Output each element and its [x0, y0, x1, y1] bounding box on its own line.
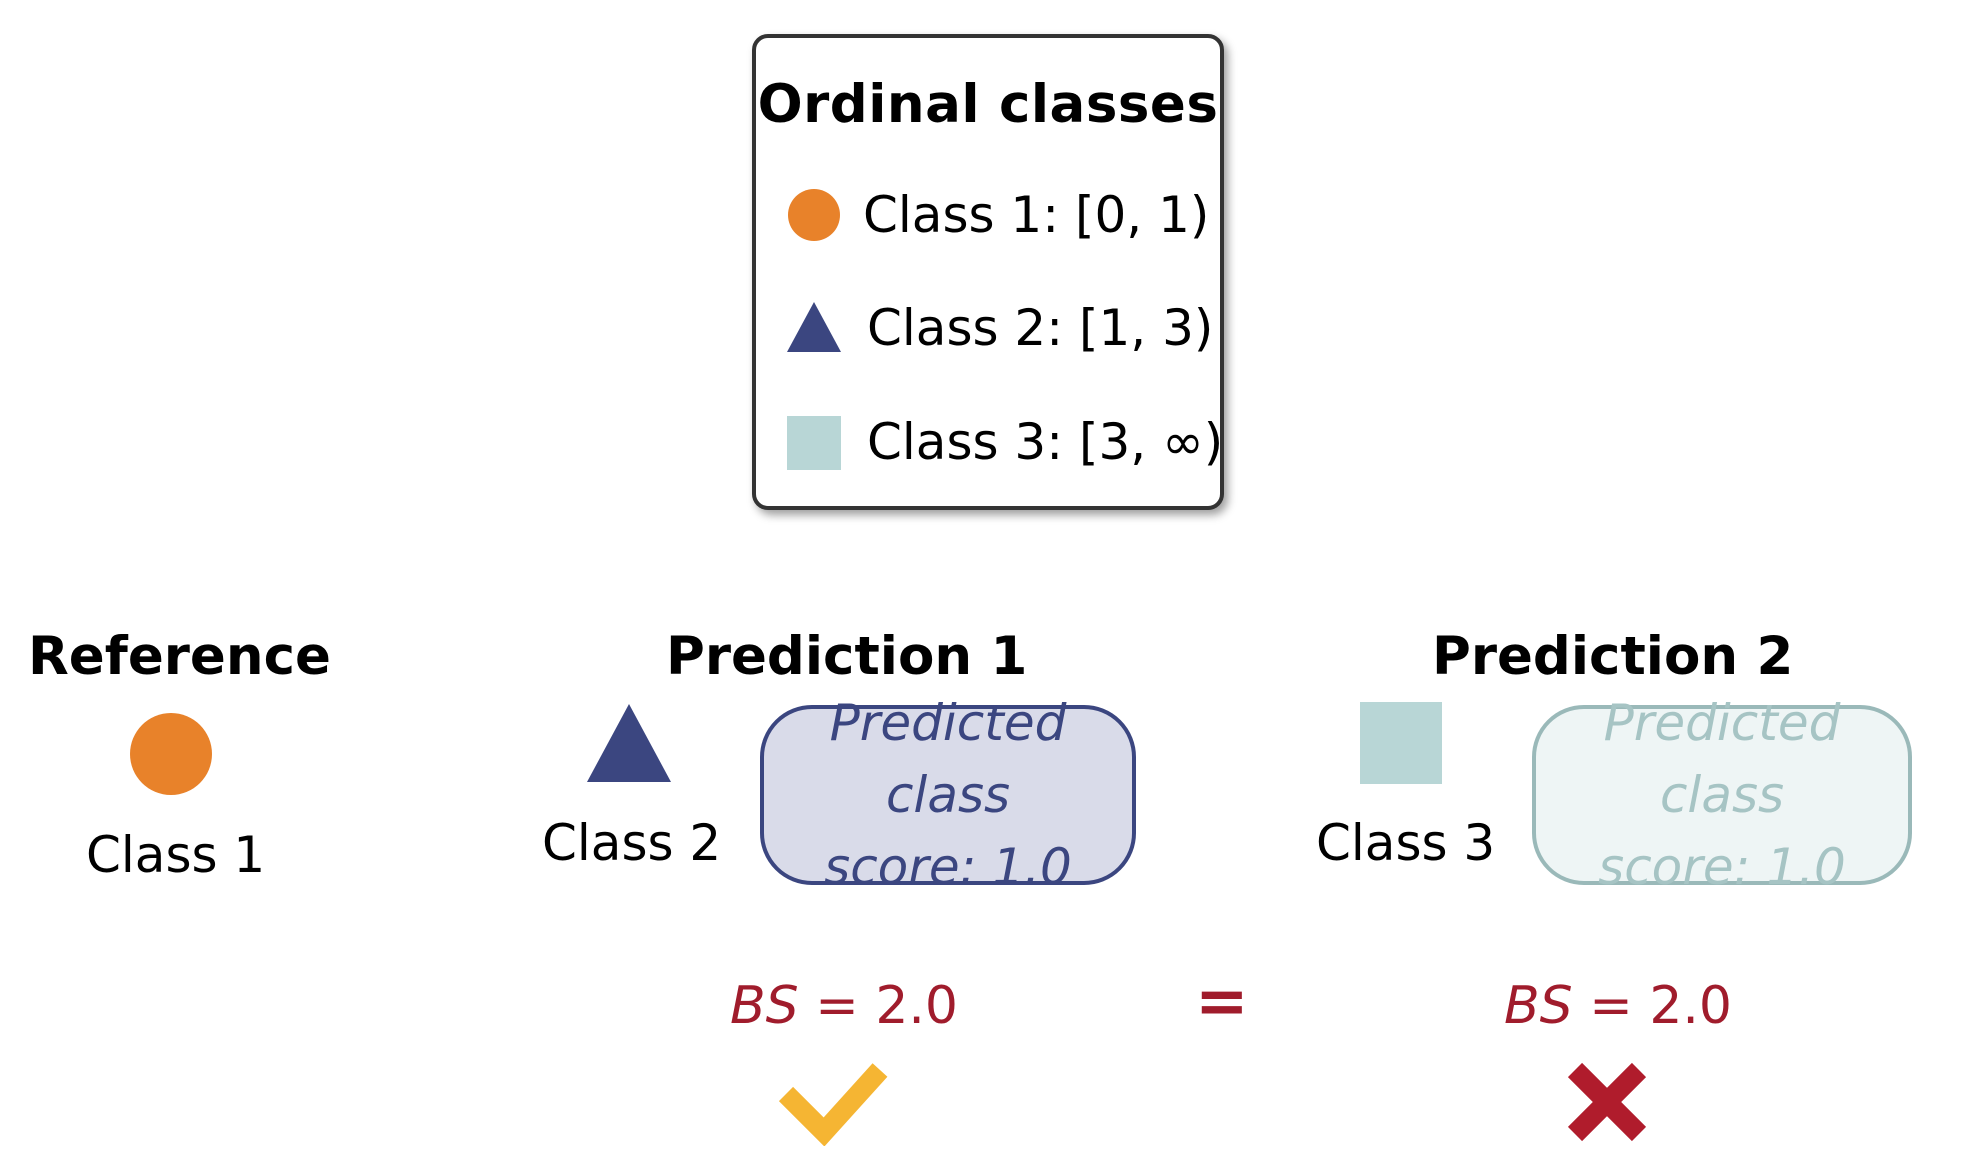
triangle-icon: [787, 302, 841, 352]
bs-symbol: BS: [1504, 976, 1573, 1036]
legend-box: Ordinal classes Class 1: [0, 1) Class 2:…: [752, 34, 1224, 510]
legend-title: Ordinal classes: [757, 74, 1219, 135]
prediction-2-class-label: Class 3: [1316, 814, 1496, 872]
bs-value: = 2.0: [798, 976, 959, 1036]
prediction-2-score-box: Predicted class score: 1.0: [1532, 694, 1912, 896]
prediction-1-score-box: Predicted class score: 1.0: [760, 694, 1136, 896]
reference-class-label: Class 1: [86, 826, 266, 884]
prediction-2-brier-score: BS = 2.0: [1504, 980, 1732, 1032]
triangle-icon: [587, 704, 671, 782]
circle-icon: [130, 713, 212, 795]
legend-item-class-2: Class 2: [1, 3): [867, 299, 1214, 357]
cross-icon: [1567, 1062, 1647, 1142]
square-icon: [787, 416, 841, 470]
prediction-2-heading: Prediction 2: [1432, 626, 1794, 687]
circle-icon: [788, 189, 840, 241]
legend-item-class-3: Class 3: [3, ∞): [867, 413, 1224, 471]
bs-value: = 2.0: [1572, 976, 1733, 1036]
checkmark-icon: [778, 1063, 888, 1146]
reference-heading: Reference: [28, 626, 331, 687]
prediction-1-class-label: Class 2: [542, 814, 722, 872]
prediction-1-brier-score: BS = 2.0: [730, 980, 958, 1032]
prediction-1-heading: Prediction 1: [666, 626, 1028, 687]
equals-sign: =: [1195, 965, 1249, 1039]
legend-item-class-1: Class 1: [0, 1): [863, 186, 1210, 244]
square-icon: [1360, 702, 1442, 784]
bs-symbol: BS: [730, 976, 799, 1036]
